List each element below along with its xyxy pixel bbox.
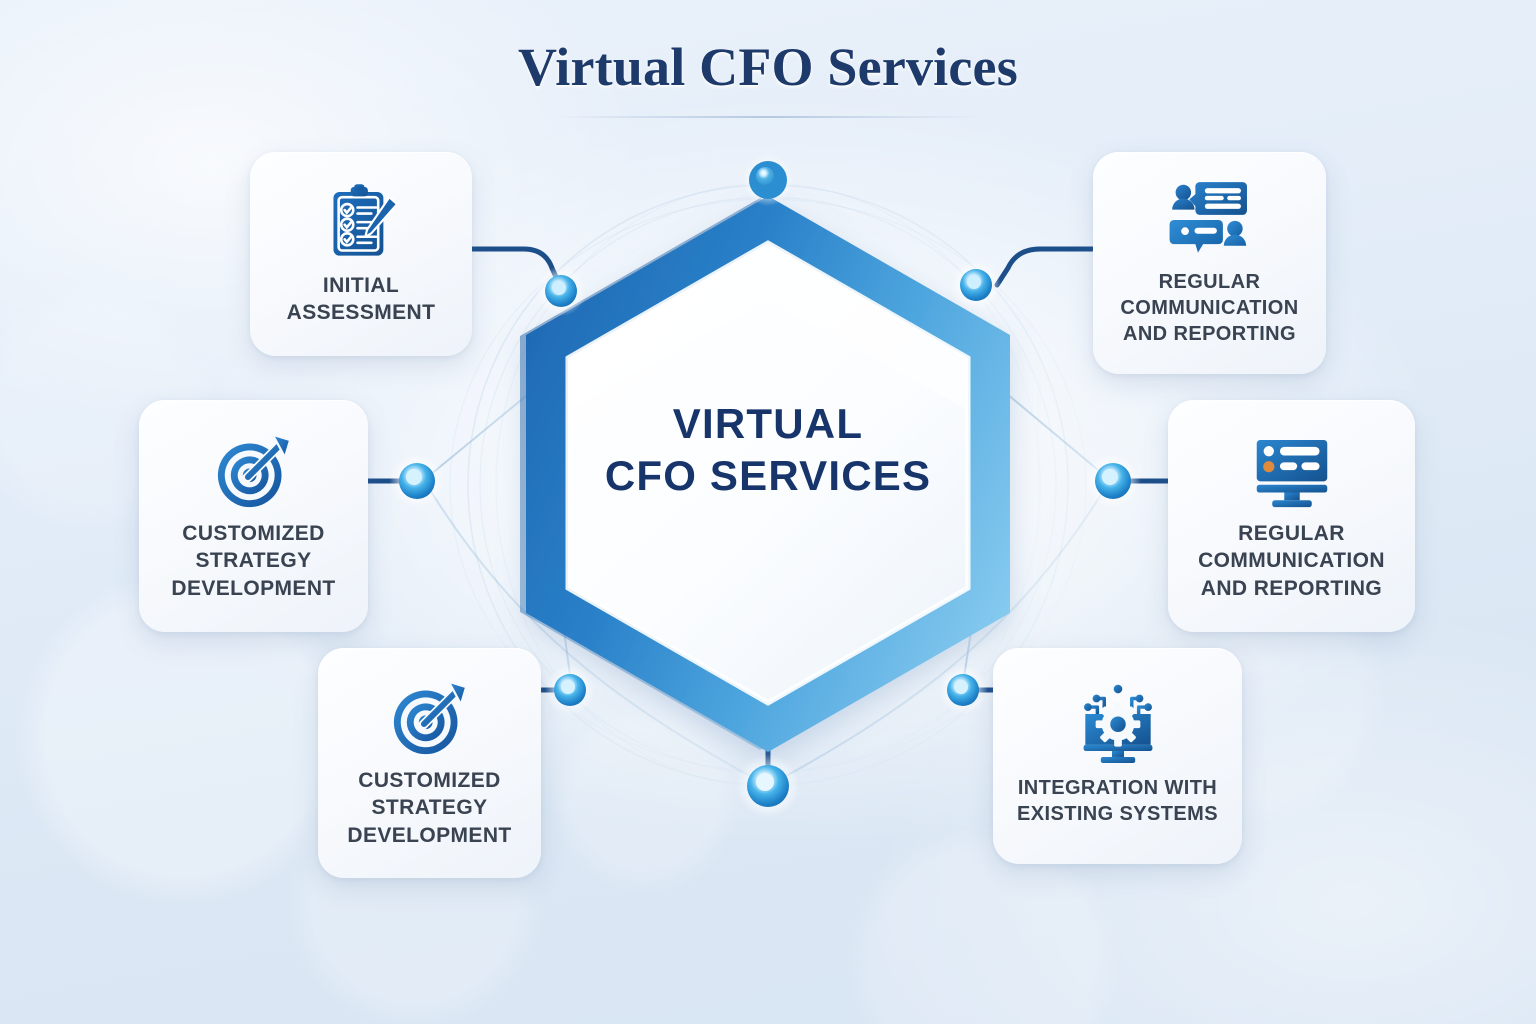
clipboard-checklist-icon xyxy=(318,180,404,266)
card-label: CUSTOMIZED STRATEGY DEVELOPMENT xyxy=(171,522,336,600)
card-initial-assessment[interactable]: INITIAL ASSESSMENT xyxy=(250,152,472,356)
target-arrow-icon xyxy=(211,428,297,514)
page-title: Virtual CFO Services xyxy=(518,37,1018,97)
title-block: Virtual CFO Services xyxy=(0,36,1536,119)
target-arrow-icon xyxy=(387,675,473,761)
card-label: CUSTOMIZED STRATEGY DEVELOPMENT xyxy=(347,769,512,847)
card-customized-strategy-bottom[interactable]: CUSTOMIZED STRATEGY DEVELOPMENT xyxy=(318,648,541,878)
card-label: REGULAR COMMUNICATION AND REPORTING xyxy=(1198,522,1385,600)
monitor-gear-circuit-icon xyxy=(1075,683,1161,769)
card-label: INTEGRATION WITH EXISTING SYSTEMS xyxy=(1017,777,1218,825)
card-customized-strategy-left[interactable]: CUSTOMIZED STRATEGY DEVELOPMENT xyxy=(139,400,368,632)
card-regular-communication-top[interactable]: REGULAR COMMUNICATION AND REPORTING xyxy=(1093,152,1326,374)
card-integration-existing-systems[interactable]: INTEGRATION WITH EXISTING SYSTEMS xyxy=(993,648,1242,864)
title-divider xyxy=(553,116,983,119)
card-label: INITIAL ASSESSMENT xyxy=(286,273,436,324)
card-regular-communication-right[interactable]: REGULAR COMMUNICATION AND REPORTING xyxy=(1168,400,1415,632)
card-label: REGULAR COMMUNICATION AND REPORTING xyxy=(1120,271,1299,345)
monitor-dashboard-icon xyxy=(1249,428,1335,514)
chat-bubbles-people-icon xyxy=(1167,177,1253,263)
